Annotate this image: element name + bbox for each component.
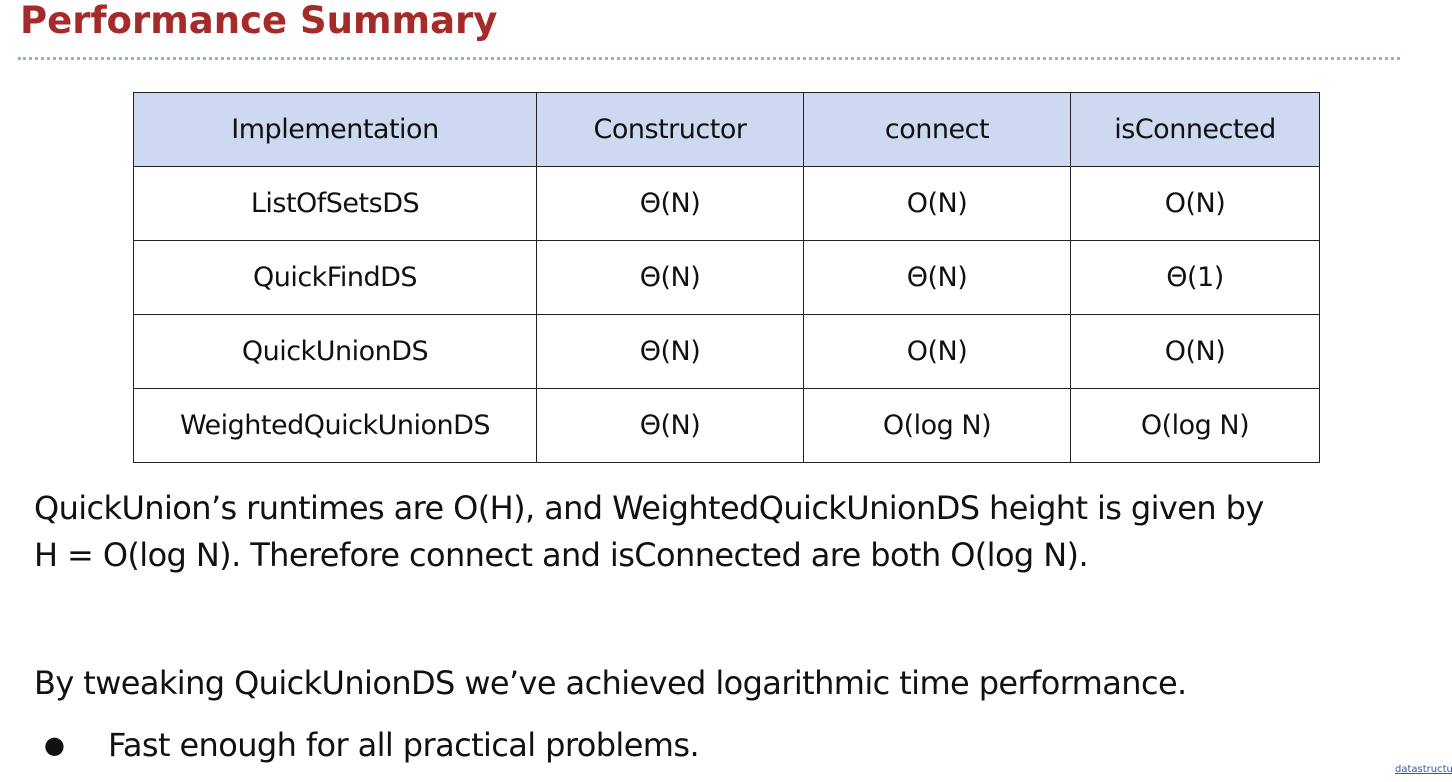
table-row: QuickUnionDS Θ(N) O(N) O(N) [133, 314, 1320, 389]
implementation-cell: QuickFindDS [133, 240, 537, 315]
isconnected-cell: Θ(1) [1070, 240, 1320, 315]
bullet-dot-icon: ● [44, 731, 65, 759]
implementation-cell: QuickUnionDS [133, 314, 537, 389]
connect-cell: O(N) [803, 166, 1071, 241]
column-header-constructor: Constructor [536, 92, 804, 167]
bullet-item: ● Fast enough for all practical problems. [44, 720, 700, 770]
constructor-cell: Θ(N) [536, 388, 804, 463]
table-row: QuickFindDS Θ(N) Θ(N) Θ(1) [133, 240, 1320, 315]
conclusion-paragraph: By tweaking QuickUnionDS we’ve achieved … [34, 664, 1187, 702]
table-header-row: Implementation Constructor connect isCon… [133, 92, 1320, 167]
isconnected-cell: O(log N) [1070, 388, 1320, 463]
constructor-cell: Θ(N) [536, 240, 804, 315]
explanation-line-2: H = O(log N). Therefore connect and isCo… [34, 536, 1089, 574]
explanation-line-1: QuickUnion’s runtimes are O(H), and Weig… [34, 489, 1264, 527]
bullet-text: Fast enough for all practical problems. [108, 726, 700, 764]
table-row: WeightedQuickUnionDS Θ(N) O(log N) O(log… [133, 388, 1320, 463]
implementation-cell: ListOfSetsDS [133, 166, 537, 241]
connect-cell: O(log N) [803, 388, 1071, 463]
title-divider [18, 57, 1400, 60]
footer-link[interactable]: datastructu [1395, 764, 1452, 775]
constructor-cell: Θ(N) [536, 166, 804, 241]
constructor-cell: Θ(N) [536, 314, 804, 389]
column-header-isconnected: isConnected [1070, 92, 1320, 167]
connect-cell: Θ(N) [803, 240, 1071, 315]
explanation-paragraph: QuickUnion’s runtimes are O(H), and Weig… [34, 485, 1264, 579]
connect-cell: O(N) [803, 314, 1071, 389]
slide-title: Performance Summary [20, 0, 498, 42]
isconnected-cell: O(N) [1070, 314, 1320, 389]
isconnected-cell: O(N) [1070, 166, 1320, 241]
column-header-implementation: Implementation [133, 92, 537, 167]
table-row: ListOfSetsDS Θ(N) O(N) O(N) [133, 166, 1320, 241]
column-header-connect: connect [803, 92, 1071, 167]
performance-table: Implementation Constructor connect isCon… [133, 92, 1320, 463]
implementation-cell: WeightedQuickUnionDS [133, 388, 537, 463]
